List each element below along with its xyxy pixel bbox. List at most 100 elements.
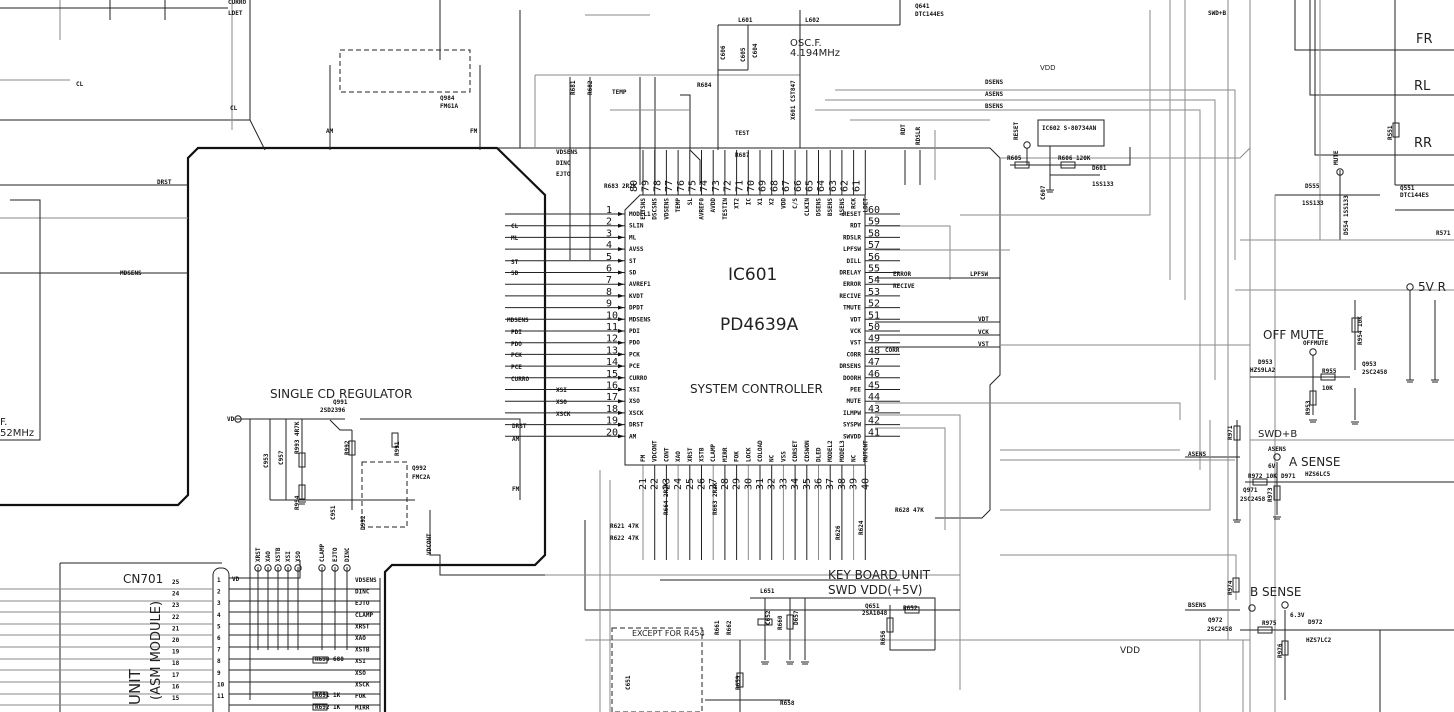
wire — [875, 414, 961, 690]
pin-number: 39 — [849, 478, 860, 490]
signal-label-vd-cn: VD — [232, 576, 240, 583]
pin-number: 36 — [814, 478, 825, 490]
component-r626: R626 — [835, 525, 842, 540]
signal-label-vst: VST — [978, 341, 989, 348]
signal-label-b-xsi: XSI — [556, 387, 567, 394]
signal-label-b-fm: FM — [512, 486, 520, 493]
wire — [360, 418, 521, 500]
connector-pin-number: 24 — [172, 591, 180, 598]
pin-function: DILL — [847, 258, 862, 265]
wire — [1314, 0, 1454, 156]
pin-number: 26 — [697, 478, 708, 490]
signal-label-reset: RESET — [1013, 122, 1020, 140]
pin-number: 8 — [606, 287, 612, 298]
connector-test-point — [274, 564, 282, 572]
resistor-symbol — [1257, 626, 1273, 634]
offmute-test-point — [1309, 348, 1317, 356]
connector-pin-number: 8 — [217, 658, 221, 665]
pin-function: TEMP — [675, 198, 682, 213]
ic601-part-number: PD4639A — [720, 315, 799, 335]
component-v63: 6.3V — [1290, 612, 1305, 619]
resistor-symbol — [1281, 640, 1289, 656]
component-r971: R971 — [1227, 425, 1234, 440]
component-c957: C957 — [278, 450, 285, 465]
5v-test-point — [1406, 283, 1414, 291]
pin-arrow-icon — [618, 364, 624, 369]
pin-function: AVDD — [710, 198, 717, 213]
pin-function: LPFSW — [843, 246, 861, 253]
resistor-symbol — [886, 617, 894, 633]
pin-function: PDI — [629, 328, 640, 335]
pin-number: 59 — [868, 217, 880, 228]
signal-label-b-drst: DRST — [512, 423, 527, 430]
component-l602: L602 — [805, 17, 820, 24]
wire — [1000, 420, 1211, 511]
harness-outline-right — [497, 147, 1001, 519]
component-c605: C605 — [740, 47, 747, 62]
pin-number: 31 — [755, 478, 766, 490]
pin-function: ERROR — [843, 281, 861, 288]
component-q984: Q984 — [440, 95, 455, 102]
pin-number: 80 — [629, 180, 640, 192]
pin-function: X2 — [769, 198, 776, 206]
signal-label-asens-pt: ASENS — [1268, 446, 1286, 453]
vd-test-point — [234, 415, 242, 423]
signal-label-dsens: DSENS — [985, 79, 1003, 86]
resistor-symbol — [736, 672, 744, 688]
pin-number: 43 — [868, 404, 880, 415]
pin-number: 62 — [840, 180, 851, 192]
component-r975: R975 — [1262, 620, 1277, 627]
pin-number: 37 — [825, 478, 836, 490]
signal-label-b-xsck: XSCK — [556, 411, 571, 418]
component-c606: C606 — [720, 45, 727, 60]
pin-arrow-icon — [618, 434, 624, 439]
pin-number: 17 — [606, 392, 618, 403]
pin-function: VDD — [780, 198, 787, 209]
wire — [825, 99, 1216, 380]
connector-test-point — [343, 564, 351, 572]
component-l601: L601 — [738, 17, 753, 24]
pin-arrow-icon — [618, 212, 624, 216]
pin-function: VDCONT — [652, 440, 659, 462]
pin-number: 72 — [723, 180, 734, 192]
pin-number: 3 — [606, 228, 612, 239]
component-r992: R992 — [344, 440, 351, 455]
pin-number: 65 — [805, 180, 816, 192]
pin-arrow-icon — [618, 305, 624, 310]
pin-number: 10 — [606, 310, 618, 321]
connector-signal-label: MIRR — [355, 705, 370, 712]
title-left-freq2: 52MHz — [0, 428, 34, 439]
resistor-symbol — [1320, 373, 1336, 381]
pin-number: 23 — [661, 478, 672, 490]
resistor-symbol — [1309, 390, 1317, 406]
signal-label-vdcont: VDCONT — [426, 533, 433, 555]
component-r955-t: 10K — [1322, 385, 1333, 392]
pin-function: LDET — [862, 198, 869, 213]
pin-function: RDT — [850, 223, 861, 230]
pin-function: XSO — [629, 398, 640, 405]
pin-function: SLIN — [629, 223, 644, 230]
test-point-label: CLAMP — [319, 544, 326, 562]
resistor-symbol — [1232, 577, 1240, 593]
test-point-label: DINC — [344, 547, 351, 562]
pin-number: 18 — [606, 404, 618, 415]
signal-label-rdt: RDT — [900, 124, 907, 135]
title-except: EXCEPT FOR R454 — [632, 629, 705, 638]
pin-number: 32 — [767, 478, 778, 490]
connector-signal-label: DINC — [355, 589, 370, 596]
wire — [584, 520, 960, 611]
pin-function: DSCSNS — [652, 198, 659, 220]
pin-function: MODEL2 — [827, 440, 834, 462]
pin-number: 29 — [732, 478, 743, 490]
signal-label-test: TEST — [735, 130, 750, 137]
resistor-symbol — [904, 606, 920, 614]
connector-test-point — [264, 564, 272, 572]
title-keyboard: KEY BOARD UNIT — [828, 568, 931, 582]
component-r652: R652 — [903, 605, 918, 612]
pin-arrow-icon — [618, 399, 624, 404]
pin-number: 9 — [606, 299, 612, 310]
component-r621: R621 47K — [610, 523, 639, 530]
signal-label-b-xso: XSO — [556, 399, 567, 406]
test-point-label: XSI — [285, 551, 292, 562]
